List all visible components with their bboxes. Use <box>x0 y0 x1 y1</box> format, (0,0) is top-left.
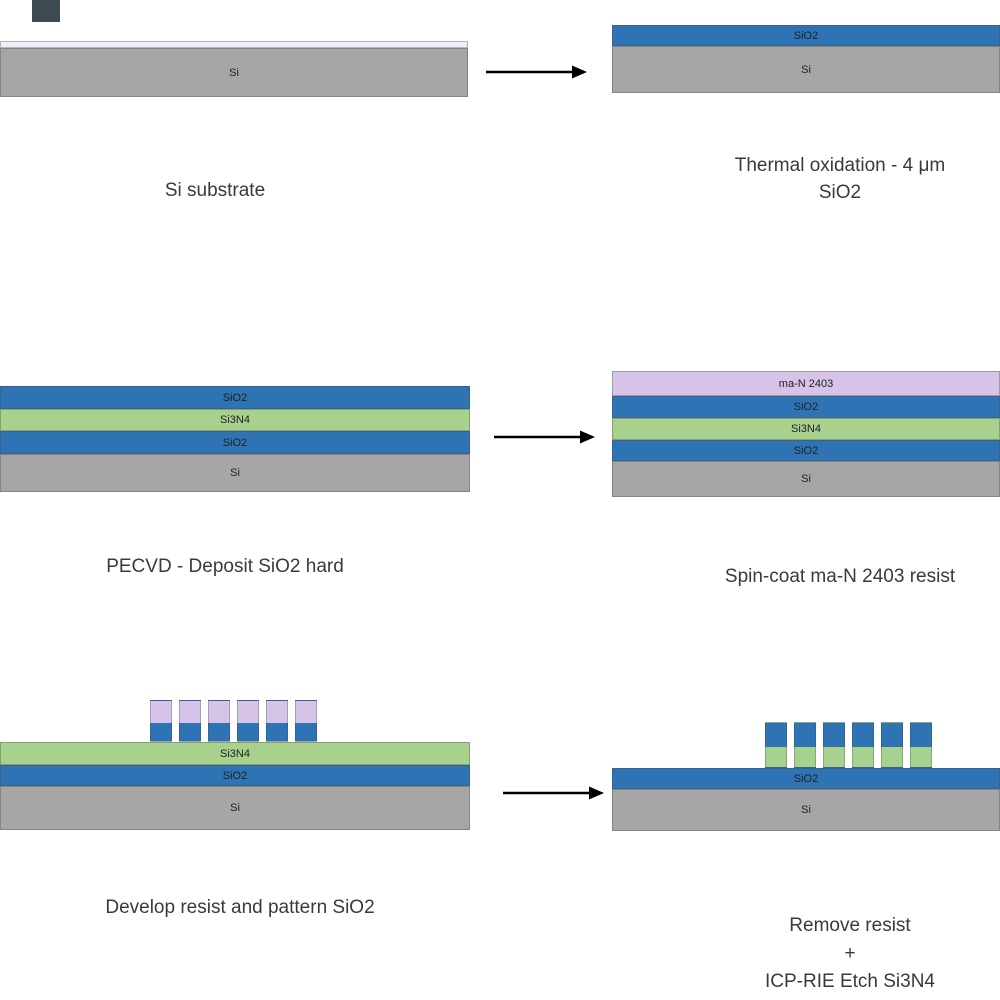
layer-label-si: Si <box>230 467 240 479</box>
layer-label-si: Si <box>801 804 811 816</box>
arrow-right-icon <box>494 430 595 444</box>
layer-label-sio2: SiO2 <box>222 391 248 404</box>
si-layer: Si <box>0 786 470 830</box>
layer-label-si3n4: Si3N4 <box>220 414 250 426</box>
step3-pecvd-stack: SiO2 Si3N4 SiO2 Si <box>0 386 470 492</box>
si-layer: Si <box>612 461 1000 497</box>
step6-caption: Remove resist + ICP-RIE Etch Si3N4 <box>660 912 1000 996</box>
step6-caption-line3: ICP-RIE Etch Si3N4 <box>765 971 935 992</box>
pattern-pillar <box>881 722 903 768</box>
layer-label-sio2: SiO2 <box>222 769 248 782</box>
step5-patterned-stack: Si3N4 SiO2 Si <box>0 742 470 830</box>
si3n4-layer: Si3N4 <box>612 418 1000 440</box>
pattern-pillar <box>910 722 932 768</box>
sio2-layer: SiO2 <box>612 396 1000 418</box>
pattern-pillar <box>765 722 787 768</box>
si-layer: Si <box>612 46 1000 93</box>
layer-label-resist: ma-N 2403 <box>778 377 834 390</box>
pattern-pillar <box>179 700 201 742</box>
step3-caption: PECVD - Deposit SiO2 hard <box>106 556 344 577</box>
corner-box <box>32 0 60 22</box>
step6-caption-line2: + <box>844 943 856 964</box>
layer-label-si3n4: Si3N4 <box>220 747 250 760</box>
layer-label-si3n4: Si3N4 <box>791 423 821 435</box>
step2-caption: Thermal oxidation - 4 μm SiO2 <box>655 152 1000 206</box>
si3n4-layer: Si3N4 <box>0 742 470 765</box>
layer-label-si: Si <box>801 63 811 76</box>
layer-label-si: Si <box>230 802 240 814</box>
sio2-layer: SiO2 <box>0 765 470 786</box>
layer-label-sio2: SiO2 <box>793 772 819 785</box>
step4-resist-stack: ma-N 2403 SiO2 Si3N4 SiO2 Si <box>612 371 1000 497</box>
si-layer: Si <box>0 48 468 97</box>
layer-label-sio2: SiO2 <box>793 29 819 42</box>
sio2-layer: SiO2 <box>0 431 470 454</box>
layer-label-si: Si <box>229 66 239 79</box>
step5-caption: Develop resist and pattern SiO2 <box>105 897 375 918</box>
step2-caption-line1: Thermal oxidation - 4 μm <box>734 155 946 176</box>
layer-label-sio2: SiO2 <box>793 444 819 457</box>
si3n4-layer: Si3N4 <box>0 409 470 431</box>
si-layer: Si <box>0 454 470 492</box>
sio2-layer: SiO2 <box>612 25 1000 46</box>
step1-caption: Si substrate <box>164 180 266 201</box>
patterned-resist-pillars <box>150 700 317 742</box>
sio2-layer: SiO2 <box>612 440 1000 461</box>
pattern-pillar <box>295 700 317 742</box>
layer-label-si: Si <box>801 473 811 485</box>
etched-si3n4-pillars <box>765 722 932 768</box>
pattern-pillar <box>237 700 259 742</box>
pattern-pillar <box>150 700 172 742</box>
layer-label-sio2: SiO2 <box>793 401 819 413</box>
pattern-pillar <box>794 722 816 768</box>
pattern-pillar <box>208 700 230 742</box>
step4-caption: Spin-coat ma-N 2403 resist <box>724 566 956 587</box>
pattern-pillar <box>823 722 845 768</box>
pattern-pillar <box>852 722 874 768</box>
layer-label-sio2: SiO2 <box>222 436 248 449</box>
sio2-layer: SiO2 <box>612 768 1000 789</box>
step6-caption-line1: Remove resist <box>789 915 911 936</box>
arrow-right-icon <box>503 786 604 800</box>
step1-si-substrate-stack: Si <box>0 41 468 97</box>
thin-top-strip <box>0 41 468 48</box>
resist-layer: ma-N 2403 <box>612 371 1000 396</box>
step2-thermal-oxide-stack: SiO2 Si <box>612 25 1000 93</box>
step2-caption-line2: SiO2 <box>818 182 862 203</box>
sio2-layer: SiO2 <box>0 386 470 409</box>
step6-etched-stack: SiO2 Si <box>612 768 1000 831</box>
pattern-pillar <box>266 700 288 742</box>
si-layer: Si <box>612 789 1000 831</box>
arrow-right-icon <box>486 65 587 79</box>
